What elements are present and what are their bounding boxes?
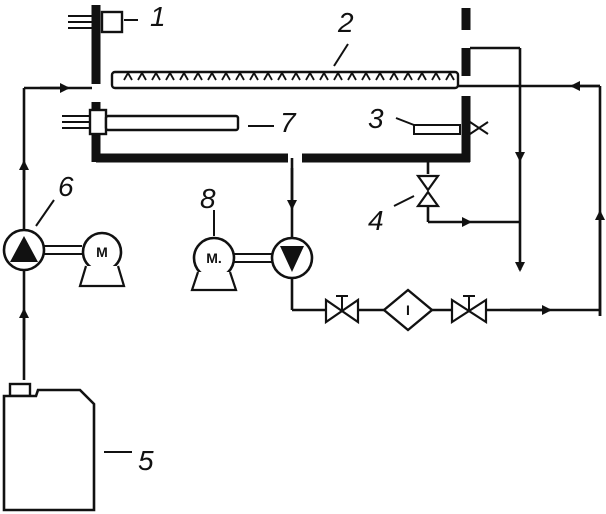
canister-body (2, 388, 96, 512)
circ-motor-label: M. (206, 250, 222, 266)
feed-line (19, 83, 92, 380)
label-8: 8 (200, 183, 216, 214)
label-2: 2 (337, 7, 354, 38)
component-1-sensor (68, 10, 138, 34)
label-6: 6 (58, 171, 74, 202)
label-1: 1 (150, 1, 166, 32)
filter: I (382, 288, 434, 332)
overflow-lines (470, 46, 525, 272)
callout-numbers: 1 2 3 4 5 6 7 8 (58, 1, 384, 476)
component-5-canister (2, 382, 132, 512)
heater-flange (88, 108, 108, 136)
feed-motor-label: M (96, 244, 108, 260)
component-4-drain-valve (393, 162, 520, 227)
filter-mark: I (406, 302, 410, 318)
component-2-spray-pipe (110, 43, 460, 90)
valve-1 (324, 295, 360, 325)
component-6-feed-pump: M (2, 199, 126, 288)
label-5: 5 (138, 445, 154, 476)
heater-rod (104, 114, 240, 132)
sensor-box (100, 10, 124, 34)
label-4: 4 (368, 205, 384, 236)
circulation-line: I (290, 278, 600, 332)
return-loop (458, 81, 605, 316)
spray-nozzles (123, 71, 455, 81)
component-3-side-nozzle (395, 117, 489, 135)
side-nozzle-body (413, 124, 461, 135)
label-3: 3 (368, 103, 384, 134)
component-8-circulation-pump: M. (190, 210, 314, 292)
component-7-heater (62, 108, 274, 136)
label-7: 7 (280, 107, 297, 138)
valve-2 (450, 295, 488, 325)
